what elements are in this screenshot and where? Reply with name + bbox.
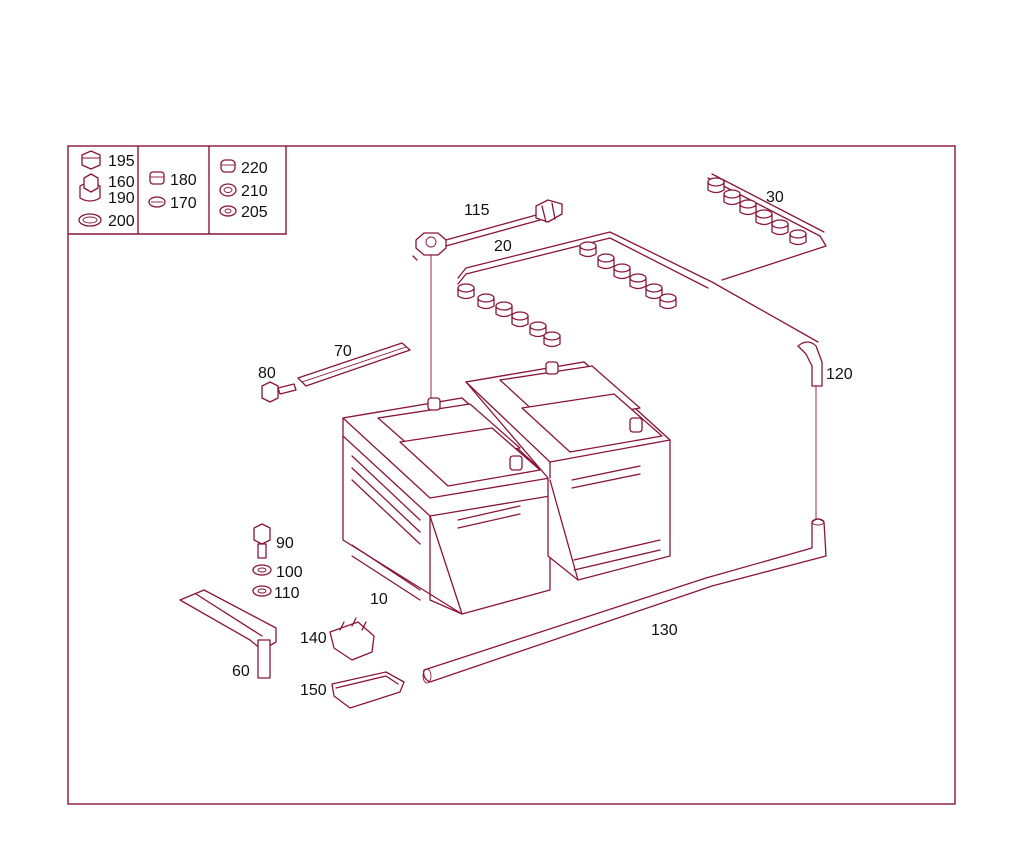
legend-table: 195 160 190 200 180 170 220 210 205	[68, 146, 287, 235]
connector-terminal-icon	[579, 241, 597, 258]
terminal-cable-115	[412, 199, 563, 400]
nut-icon	[149, 171, 165, 185]
connector-terminal-icon	[707, 177, 725, 194]
connector-terminal-icon	[529, 321, 547, 338]
connector-terminal-icon	[723, 189, 741, 206]
part-label-30: 30	[766, 189, 784, 206]
part-label-120: 120	[826, 366, 853, 383]
connector-terminal-icon	[495, 301, 513, 318]
connector-terminal-icon	[511, 311, 529, 328]
tray-150	[331, 671, 405, 709]
part-label-100: 100	[276, 564, 303, 581]
wire-harness-20	[457, 231, 819, 343]
hose-120	[797, 341, 823, 520]
vent-hose-130	[422, 518, 827, 684]
diagram-frame	[67, 145, 956, 805]
cap-nut-icon	[220, 159, 236, 173]
legend-label: 170	[170, 195, 197, 212]
bolt-80	[261, 381, 297, 403]
fasteners-90-110	[252, 523, 272, 597]
legend-label: 195	[108, 153, 135, 170]
part-label-80: 80	[258, 365, 276, 382]
part-label-130: 130	[651, 622, 678, 639]
connector-terminal-icon	[597, 253, 615, 270]
hold-down-strip-70	[297, 342, 411, 387]
legend-label: 220	[241, 160, 268, 177]
part-label-60: 60	[232, 663, 250, 680]
part-label-115: 115	[464, 202, 490, 219]
relay-140	[329, 617, 375, 661]
legend-label: 160	[108, 174, 135, 191]
part-label-150: 150	[300, 682, 327, 699]
connector-terminal-icon	[477, 293, 495, 310]
part-label-10: 10	[370, 591, 388, 608]
battery-left-10	[342, 397, 551, 615]
legend-label: 205	[241, 204, 268, 221]
part-label-90: 90	[276, 535, 294, 552]
part-label-20: 20	[494, 238, 512, 255]
connector-strip-30	[707, 173, 827, 281]
part-label-110: 110	[274, 585, 300, 602]
spring-washer-icon	[219, 183, 237, 197]
legend-label: 180	[170, 172, 197, 189]
legend-label: 190	[108, 190, 135, 207]
legend-label: 210	[241, 183, 268, 200]
part-label-70: 70	[334, 343, 352, 360]
connector-terminal-icon	[543, 331, 561, 348]
hex-nut-icon	[81, 150, 101, 170]
connector-terminal-icon	[659, 293, 677, 310]
flat-washer-icon	[219, 205, 237, 217]
connector-terminal-icon	[645, 283, 663, 300]
connector-terminal-icon	[755, 209, 773, 226]
part-label-140: 140	[300, 630, 327, 647]
battery-right-10	[465, 361, 671, 581]
connector-terminal-icon	[789, 229, 807, 246]
connector-terminal-icon	[771, 219, 789, 236]
connector-terminal-icon	[739, 199, 757, 216]
legend-label: 200	[108, 213, 135, 230]
connector-terminal-icon	[457, 283, 475, 300]
connector-terminal-icon	[629, 273, 647, 290]
clamp-bracket-60	[179, 589, 277, 679]
connector-terminal-icon	[613, 263, 631, 280]
washer-icon	[78, 213, 102, 227]
